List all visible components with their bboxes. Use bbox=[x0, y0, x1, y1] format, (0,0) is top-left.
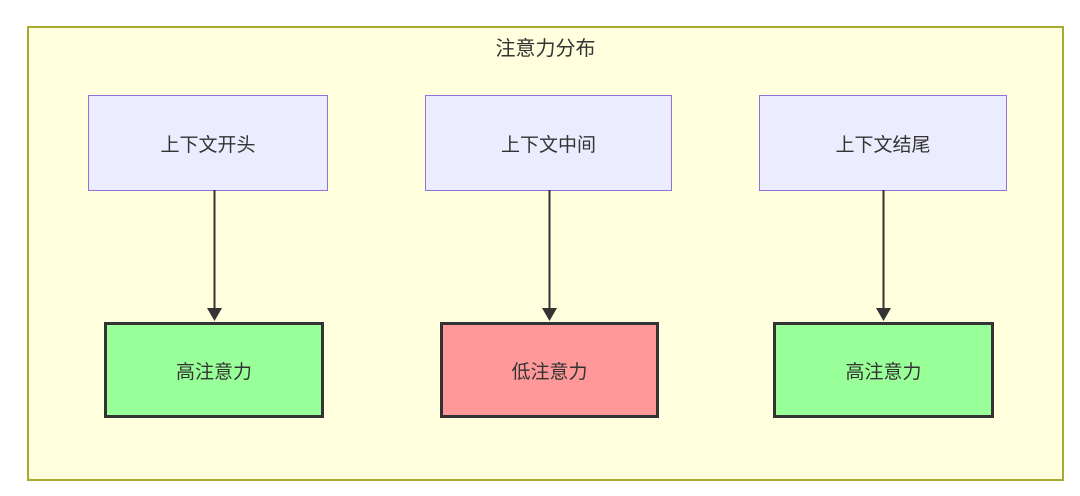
arrow-middle-to-low bbox=[542, 190, 557, 321]
arrow-start-to-high bbox=[207, 190, 222, 321]
node-context-middle: 上下文中间 bbox=[425, 95, 672, 191]
node-context-end: 上下文结尾 bbox=[759, 95, 1007, 191]
node-high-attention-1: 高注意力 bbox=[104, 322, 324, 418]
node-context-end-label: 上下文结尾 bbox=[835, 134, 931, 156]
node-context-middle-label: 上下文中间 bbox=[500, 134, 596, 156]
node-low-attention: 低注意力 bbox=[440, 322, 659, 418]
node-context-start-label: 上下文开头 bbox=[160, 134, 256, 156]
subgraph-title: 注意力分布 bbox=[495, 38, 596, 60]
node-low-attention-label: 低注意力 bbox=[511, 361, 588, 383]
node-high-attention-2: 高注意力 bbox=[773, 322, 994, 418]
node-context-start: 上下文开头 bbox=[88, 95, 328, 191]
subgraph-attention-distribution: 注意力分布 上下文开头 上下文中间 上下文结尾 高注意力 bbox=[27, 26, 1064, 481]
arrow-end-to-high bbox=[876, 190, 891, 321]
node-high-attention-2-label: 高注意力 bbox=[845, 361, 922, 383]
node-high-attention-1-label: 高注意力 bbox=[175, 361, 252, 383]
